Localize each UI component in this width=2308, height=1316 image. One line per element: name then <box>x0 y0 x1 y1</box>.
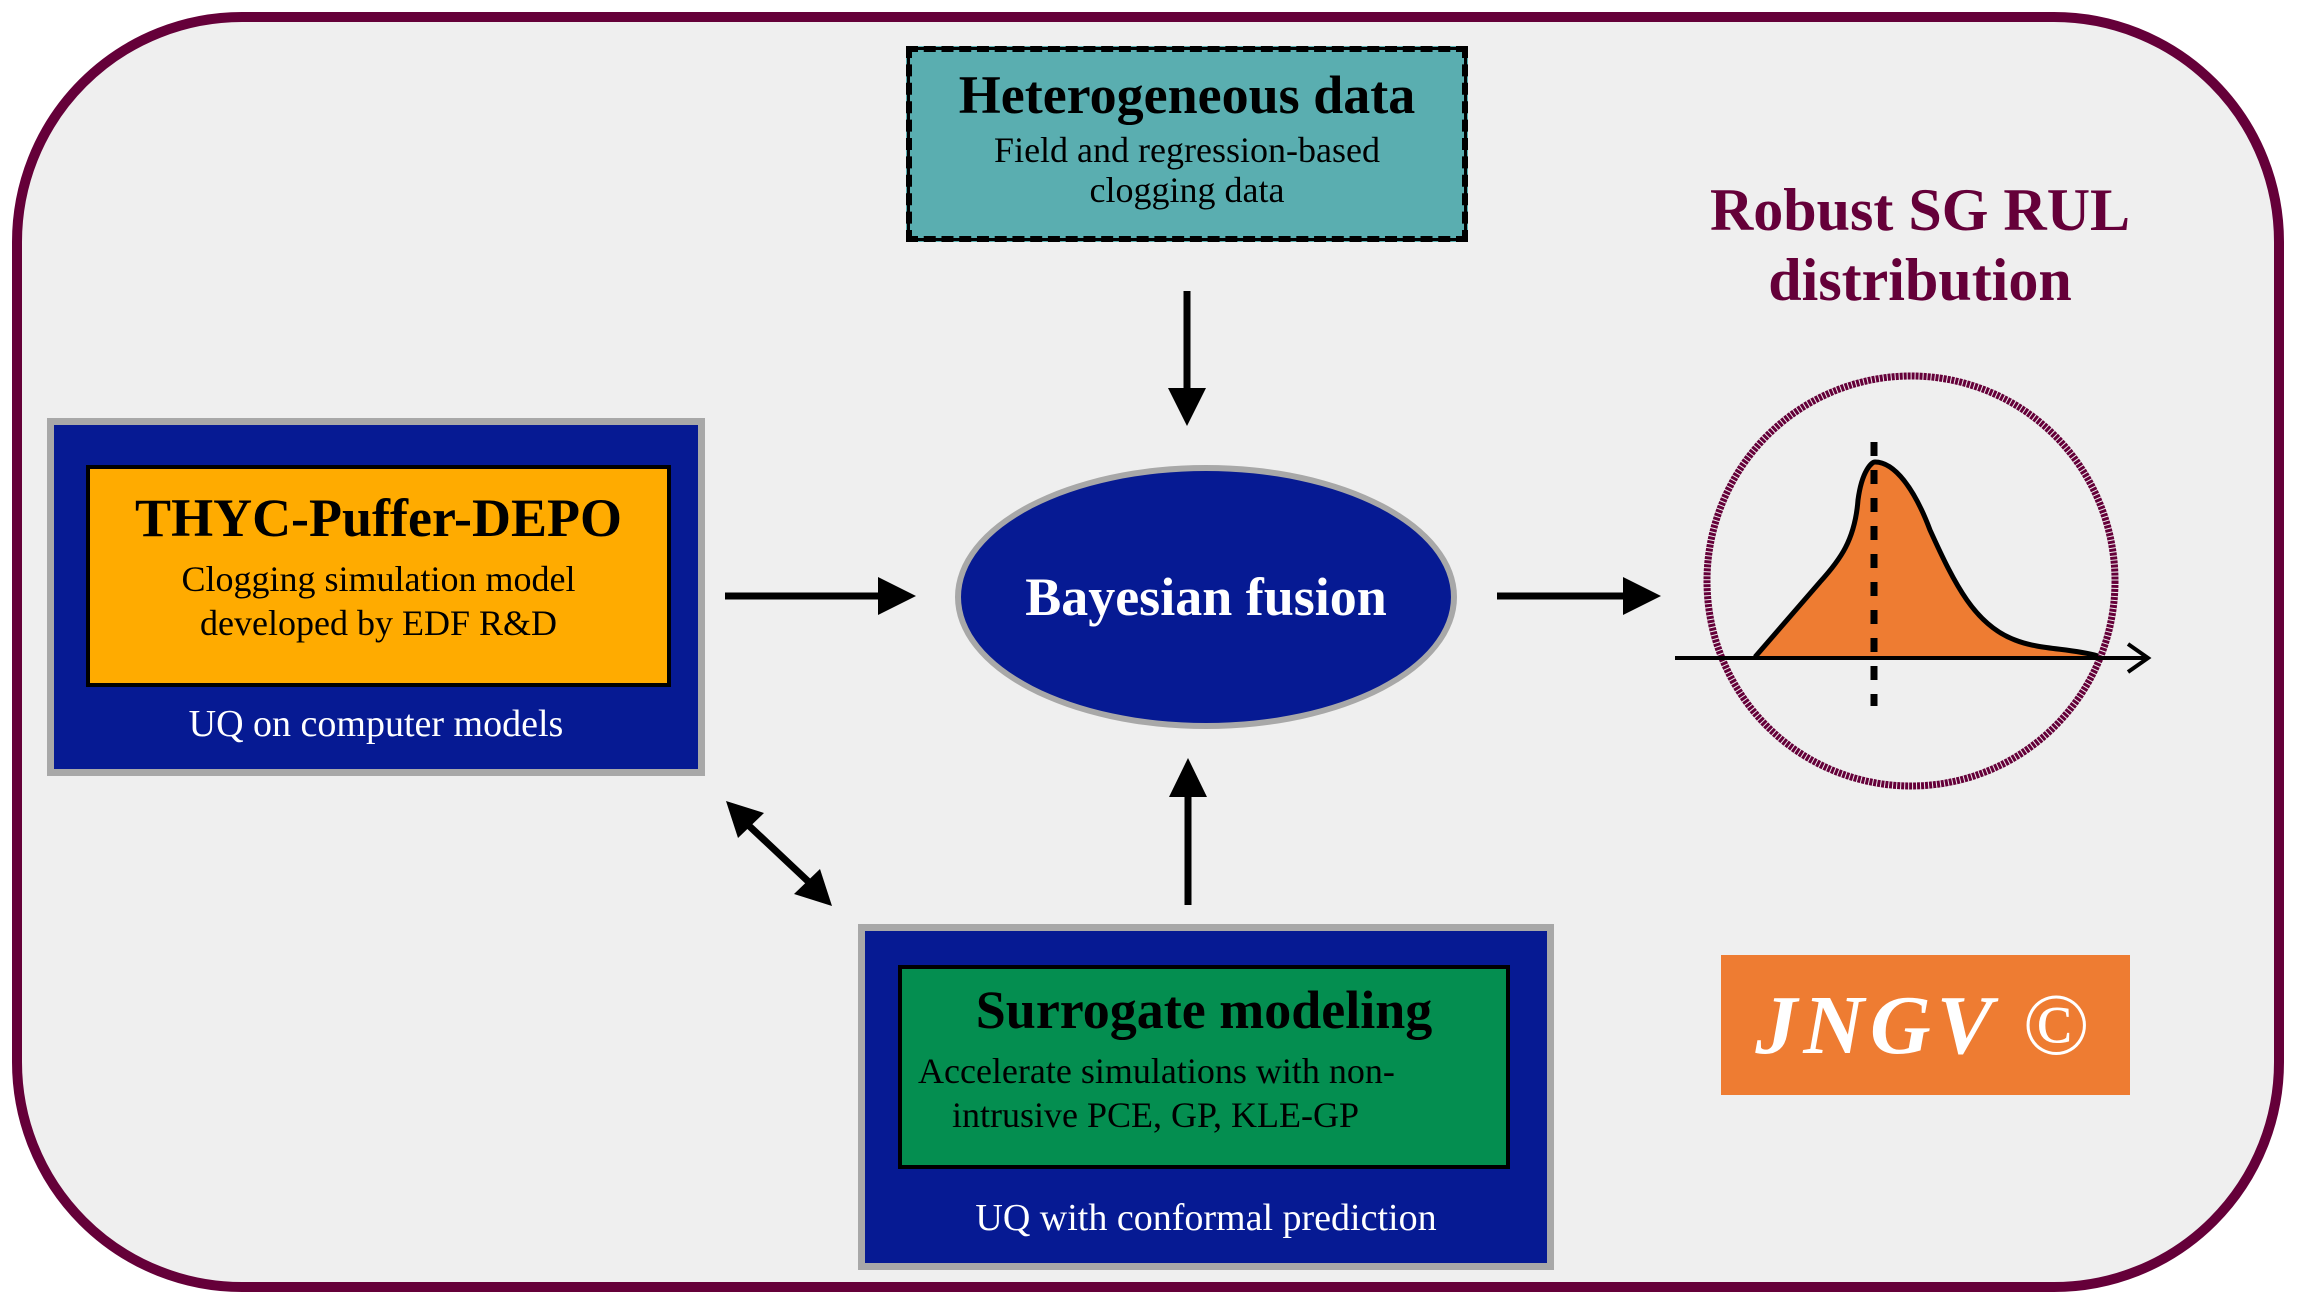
simulation-model-desc-line1: Clogging simulation model <box>181 559 576 599</box>
bayesian-fusion-node: Bayesian fusion <box>955 465 1457 729</box>
arrow-fusion-to-output <box>1497 577 1661 615</box>
double-arrow-icon <box>726 801 832 906</box>
arrow-surrogate-to-fusion <box>1169 758 1207 905</box>
distribution-curve-icon <box>1675 372 2152 790</box>
bayesian-fusion-label: Bayesian fusion <box>1025 567 1387 627</box>
computer-model-box: THYC-Puffer-DEPO Clogging simulation mod… <box>47 418 705 776</box>
heterogeneous-data-desc-line1: Field and regression-based <box>994 130 1380 170</box>
distribution-fill <box>1755 462 2098 657</box>
heterogeneous-data-desc-line2: clogging data <box>1089 170 1285 210</box>
output-highlight-circle <box>1703 372 2119 790</box>
distribution-curve <box>1753 459 2099 659</box>
heterogeneous-data-box: Heterogeneous data Field and regression-… <box>906 46 1468 242</box>
output-title-line1: Robust SG RUL <box>1709 177 2131 243</box>
surrogate-model-title: Surrogate modeling <box>975 980 1433 1040</box>
surrogate-model-desc-line1: Accelerate simulations with non- <box>918 1051 1395 1091</box>
simulation-model-title: THYC-Puffer-DEPO <box>135 488 622 548</box>
arrow-model-to-fusion <box>725 577 916 615</box>
surrogate-box: Surrogate modeling Accelerate simulation… <box>858 924 1554 1270</box>
simulation-model-box: THYC-Puffer-DEPO Clogging simulation mod… <box>86 465 671 687</box>
copyright-symbol: © <box>2022 976 2096 1074</box>
surrogate-model-desc-line2: intrusive PCE, GP, KLE-GP <box>952 1095 1360 1135</box>
output-title-line2: distribution <box>1768 247 2072 313</box>
output-title: Robust SG RUL distribution <box>1640 175 2200 315</box>
computer-model-caption: UQ on computer models <box>188 703 564 745</box>
arrow-data-to-fusion <box>1168 291 1206 426</box>
surrogate-model-box: Surrogate modeling Accelerate simulation… <box>898 965 1510 1169</box>
heterogeneous-data-title: Heterogeneous data <box>958 65 1416 125</box>
simulation-model-desc-line2: developed by EDF R&D <box>200 603 557 643</box>
surrogate-model-desc: Accelerate simulations with non- intrusi… <box>902 1049 1506 1137</box>
surrogate-caption: UQ with conformal prediction <box>975 1197 1437 1239</box>
jngv-logo: JNGV © <box>1721 955 2130 1095</box>
logo-text: JNGV <box>1755 978 1999 1072</box>
